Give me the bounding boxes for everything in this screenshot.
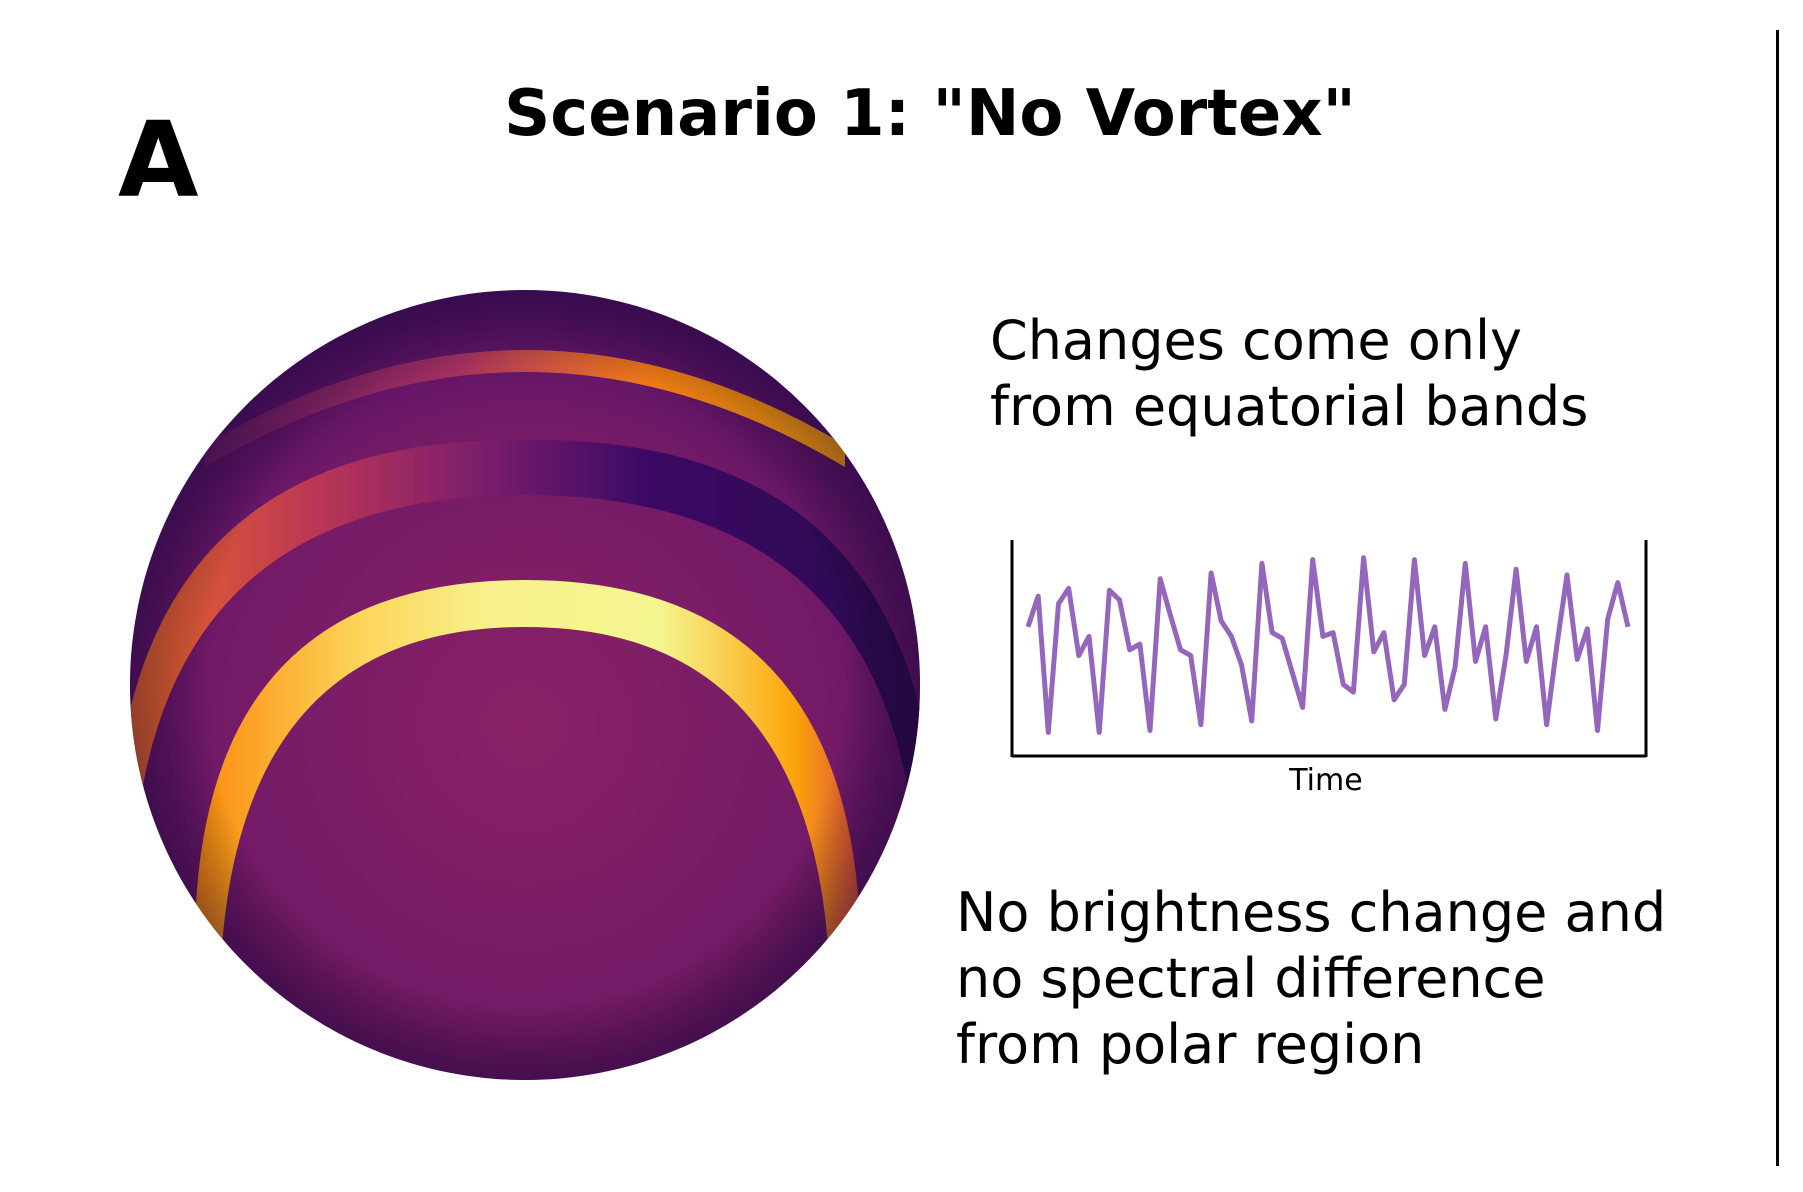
x-axis-label: Time xyxy=(1289,763,1363,798)
globe-limb-shading xyxy=(130,290,920,1080)
panel-letter: A xyxy=(118,99,199,221)
lightcurve-chart xyxy=(1010,540,1648,758)
caption-polar-region: No brightness change and no spectral dif… xyxy=(956,881,1667,1076)
banded-planet-globe xyxy=(130,290,920,1080)
panel-divider xyxy=(1776,30,1779,1166)
lightcurve-series-line xyxy=(1025,555,1631,735)
caption-equatorial-bands: Changes come only from equatorial bands xyxy=(990,309,1589,438)
figure-title: Scenario 1: "No Vortex" xyxy=(504,77,1356,151)
